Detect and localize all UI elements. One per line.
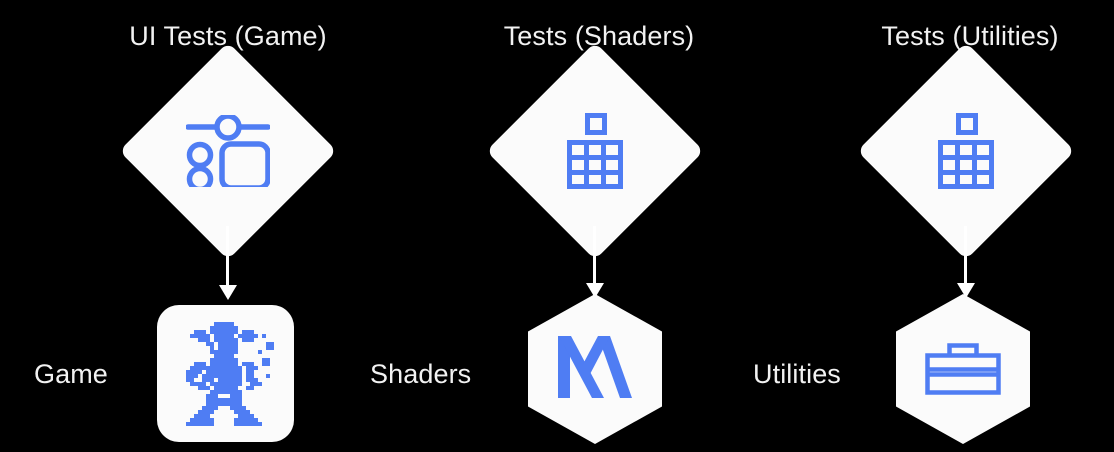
toolbox-framework-icon (925, 343, 1001, 395)
utilities-framework-node[interactable] (896, 294, 1030, 444)
shaders-framework-node[interactable] (528, 294, 662, 444)
dependency-arrow-utilities (957, 226, 975, 298)
game-app-sprite-icon (177, 321, 275, 426)
game-app-node[interactable] (157, 305, 294, 442)
ui-test-bundle-node[interactable] (119, 42, 337, 260)
unit-test-bundle-icon (518, 74, 672, 228)
dependency-arrow-game (219, 226, 237, 300)
unit-test-bundle-node-shaders[interactable] (486, 42, 704, 260)
dependency-arrow-shaders (586, 226, 604, 298)
ui-test-bundle-icon (151, 74, 305, 228)
target-label-shaders: Shaders (370, 359, 472, 389)
metal-framework-icon (558, 336, 632, 398)
unit-test-bundle-icon (889, 74, 1043, 228)
target-label-game: Game (34, 359, 108, 389)
unit-test-bundle-node-utilities[interactable] (857, 42, 1075, 260)
target-label-utilities: Utilities (753, 359, 841, 389)
